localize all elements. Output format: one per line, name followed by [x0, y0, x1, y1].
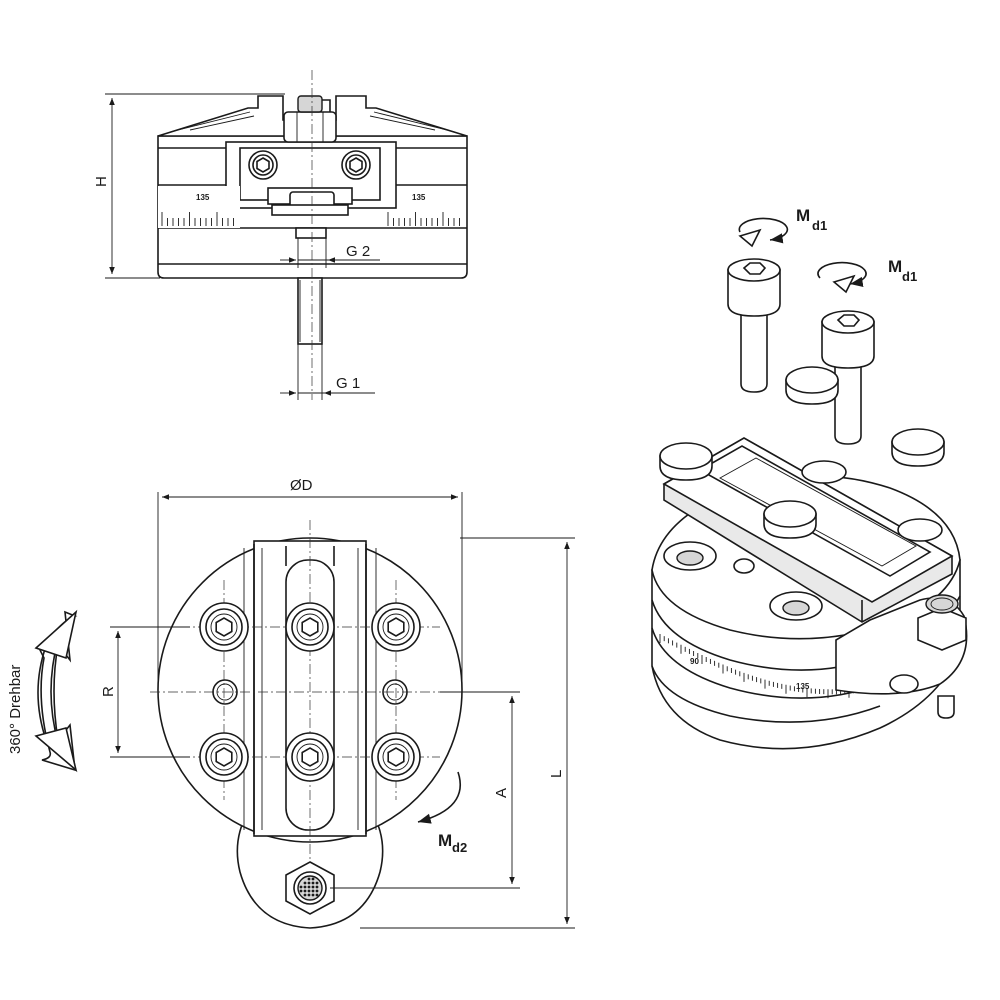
- md1-arrow-left: M d1: [738, 206, 827, 248]
- iso-cap-top-left: [659, 442, 713, 481]
- knurl-dot: [299, 885, 303, 889]
- iso-lever-nut: [917, 594, 967, 651]
- md1-label-left: M: [796, 206, 810, 225]
- md1-arrow-right: M d1: [817, 257, 917, 294]
- dimension-l: L: [360, 537, 575, 929]
- label-a: A: [493, 788, 510, 798]
- knurl-dot: [315, 893, 319, 897]
- front-view: 135 135: [157, 70, 468, 400]
- knurl-dot: [303, 885, 307, 889]
- knurl-dot: [315, 885, 319, 889]
- badge-right: [382, 679, 408, 705]
- rotation-arrow: 360° Drehbar: [7, 609, 78, 773]
- knurl-dot: [311, 881, 315, 885]
- top-view: [150, 520, 470, 929]
- loose-cap-left: [785, 366, 839, 405]
- screw-head-right: [341, 150, 371, 180]
- dimension-d: ØD: [157, 477, 463, 690]
- dimension-h: H: [93, 93, 285, 279]
- socket-screw: [285, 732, 335, 782]
- iso-hole-right: [897, 518, 943, 542]
- label-g1: G 1: [336, 375, 360, 392]
- dimension-g2: G 2: [280, 238, 380, 268]
- loose-screw-left: [727, 258, 781, 393]
- knurl-dot: [303, 889, 307, 893]
- label-l: L: [548, 770, 565, 778]
- screw-head-left: [248, 150, 278, 180]
- iso-badge: [733, 558, 755, 574]
- iso-label-90: 90: [690, 657, 699, 666]
- knurl-dot: [311, 893, 315, 897]
- socket-screw: [371, 602, 421, 652]
- socket-screw: [285, 602, 335, 652]
- badge-left: [212, 679, 238, 705]
- label-g2: G 2: [346, 243, 370, 260]
- dimension-r: R: [100, 626, 190, 758]
- isometric-view: M d1 M d1: [651, 206, 968, 750]
- socket-screw: [199, 602, 249, 652]
- md2-label: M: [438, 831, 452, 850]
- knurl-dot: [307, 885, 311, 889]
- md1-label-right: M: [888, 257, 902, 276]
- label-r: R: [100, 686, 117, 697]
- loose-screw-right: [821, 310, 875, 445]
- socket-screw: [199, 732, 249, 782]
- knurl-dot: [311, 877, 315, 881]
- md2-sub: d2: [452, 840, 467, 855]
- dimension-a: A: [330, 691, 520, 889]
- md1-sub-right: d1: [902, 269, 917, 284]
- knurl-dot: [307, 889, 311, 893]
- loose-cap-right: [891, 428, 945, 467]
- knurl-dot: [307, 893, 311, 897]
- knurl-dot: [307, 877, 311, 881]
- dimension-g1: G 1: [280, 344, 375, 400]
- iso-hole-front: [769, 591, 823, 621]
- scale-ticks-left: [161, 212, 234, 226]
- label-d: ØD: [290, 477, 313, 494]
- label-h: H: [93, 176, 110, 187]
- knurl-dot: [303, 881, 307, 885]
- knurl-dot: [303, 893, 307, 897]
- scale-label-right: 135: [412, 193, 426, 202]
- knurl-dot: [299, 889, 303, 893]
- md2-arrow: M d2: [417, 771, 467, 855]
- knurl-dot: [315, 881, 319, 885]
- rotation-label: 360° Drehbar: [7, 665, 24, 754]
- knurl-dot: [311, 885, 315, 889]
- md1-sub-left: d1: [812, 218, 827, 233]
- scale-ticks-right: [387, 212, 460, 226]
- iso-hole-back: [801, 460, 847, 484]
- scale-label-left: 135: [196, 193, 210, 202]
- lever-nut: [285, 861, 335, 915]
- knurl-dot: [315, 889, 319, 893]
- iso-cap-top-center: [763, 500, 817, 539]
- iso-hole-left: [663, 541, 717, 571]
- socket-screw: [371, 732, 421, 782]
- knurl-dot: [307, 881, 311, 885]
- knurl-dot: [311, 889, 315, 893]
- iso-label-135: 135: [796, 682, 810, 691]
